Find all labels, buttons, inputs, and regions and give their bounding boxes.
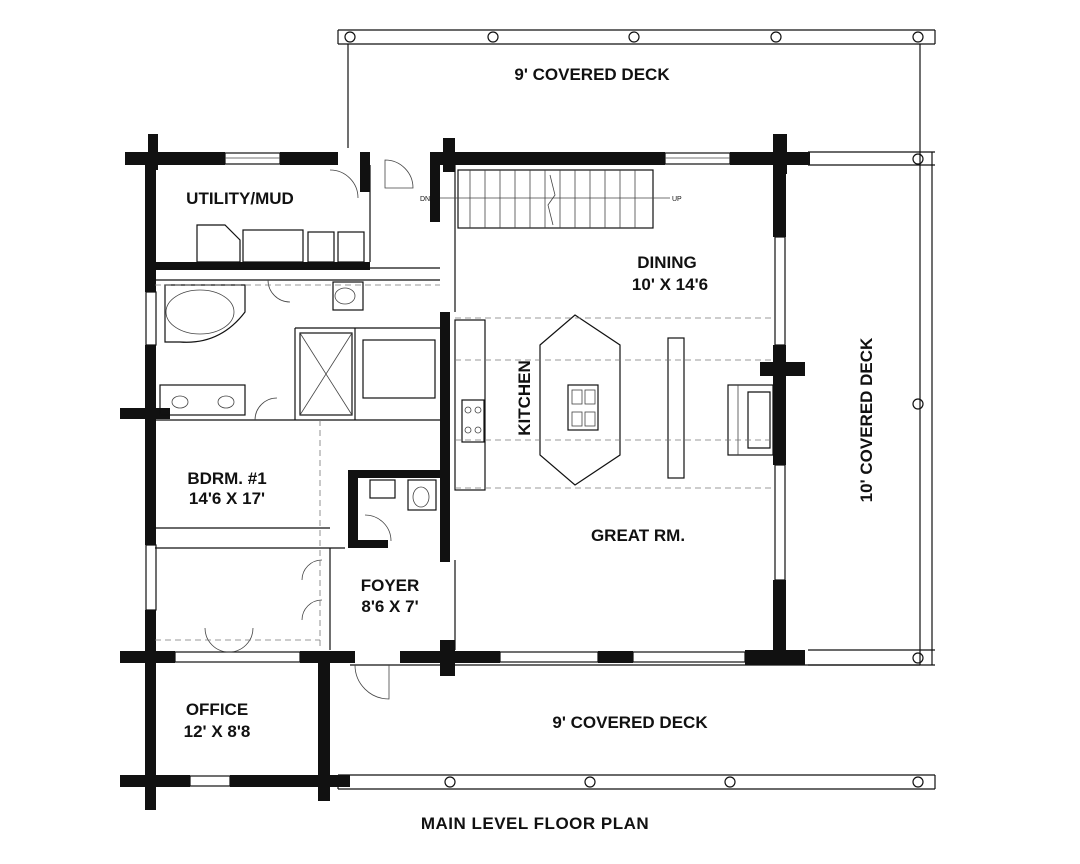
interior-lines (155, 159, 774, 700)
walls (120, 134, 810, 810)
deck-right-label: 10' COVERED DECK (857, 337, 876, 502)
dining-label: DINING (637, 253, 697, 272)
foyer-size: 8'6 X 7' (361, 597, 418, 616)
foyer-label: FOYER (361, 576, 420, 595)
office-size: 12' X 8'8 (184, 722, 251, 741)
office-label: OFFICE (186, 700, 248, 719)
deck-railings (337, 29, 936, 790)
bedroom-size: 14'6 X 17' (189, 489, 265, 508)
kitchen-label: KITCHEN (515, 360, 534, 436)
deck-bottom-label: 9' COVERED DECK (552, 713, 708, 732)
bedroom-label: BDRM. #1 (187, 469, 266, 488)
deck-top-label: 9' COVERED DECK (514, 65, 670, 84)
stair-up-label: UP (672, 196, 682, 203)
windows (145, 152, 786, 787)
plan-title: MAIN LEVEL FLOOR PLAN (421, 814, 649, 833)
dining-size: 10' X 14'6 (632, 275, 708, 294)
stair-down-label: DN (420, 196, 430, 203)
utility-label: UTILITY/MUD (186, 189, 294, 208)
great-room-label: GREAT RM. (591, 526, 685, 545)
